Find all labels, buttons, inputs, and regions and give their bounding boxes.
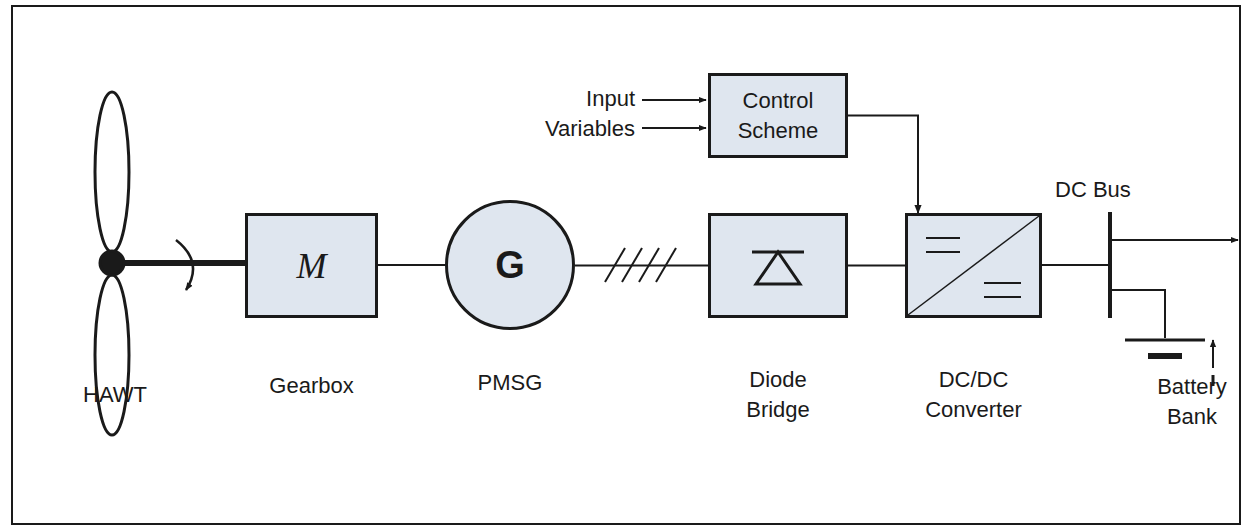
part-name: Diode Bridge <box>722 365 834 425</box>
input-label: Input Variables <box>515 84 635 144</box>
dc-bus <box>1042 212 1238 338</box>
converter-box: DC/DC Converter <box>905 213 1042 318</box>
connector <box>848 265 905 267</box>
input-arrow <box>642 127 706 129</box>
bus-feed <box>1042 264 1110 266</box>
generator-symbol: G <box>451 244 569 287</box>
bus-bar <box>1108 212 1112 318</box>
connector <box>848 116 918 214</box>
bus-output <box>1110 239 1238 241</box>
input-arrow <box>642 99 706 101</box>
node-label: Control Scheme <box>722 86 834 146</box>
bus-label: DC Bus <box>1055 175 1165 205</box>
control-box: Control Scheme <box>708 73 848 158</box>
part-name: Gearbox <box>232 371 392 401</box>
shaft <box>112 260 245 266</box>
connector <box>378 264 445 266</box>
blade <box>95 92 129 252</box>
battery-wire <box>1110 290 1165 338</box>
converter-symbol <box>908 216 1039 315</box>
part-name: Battery Bank <box>1140 372 1244 432</box>
gearbox-symbol: M <box>251 245 372 287</box>
frame <box>12 6 1240 524</box>
gearbox-box: MGearbox <box>245 213 378 318</box>
connector <box>575 265 708 267</box>
rectifier-box: Diode Bridge <box>708 213 848 318</box>
part-name: PMSG <box>430 368 590 398</box>
part-name: DC/DC Converter <box>915 365 1033 425</box>
input-arrows <box>642 100 706 128</box>
part-name: HAWT <box>55 380 175 410</box>
blade <box>95 275 129 435</box>
generator-circle: GPMSG <box>445 200 575 330</box>
diode-symbol <box>711 216 845 315</box>
hub <box>100 251 124 275</box>
rotation-arrow <box>176 240 193 290</box>
